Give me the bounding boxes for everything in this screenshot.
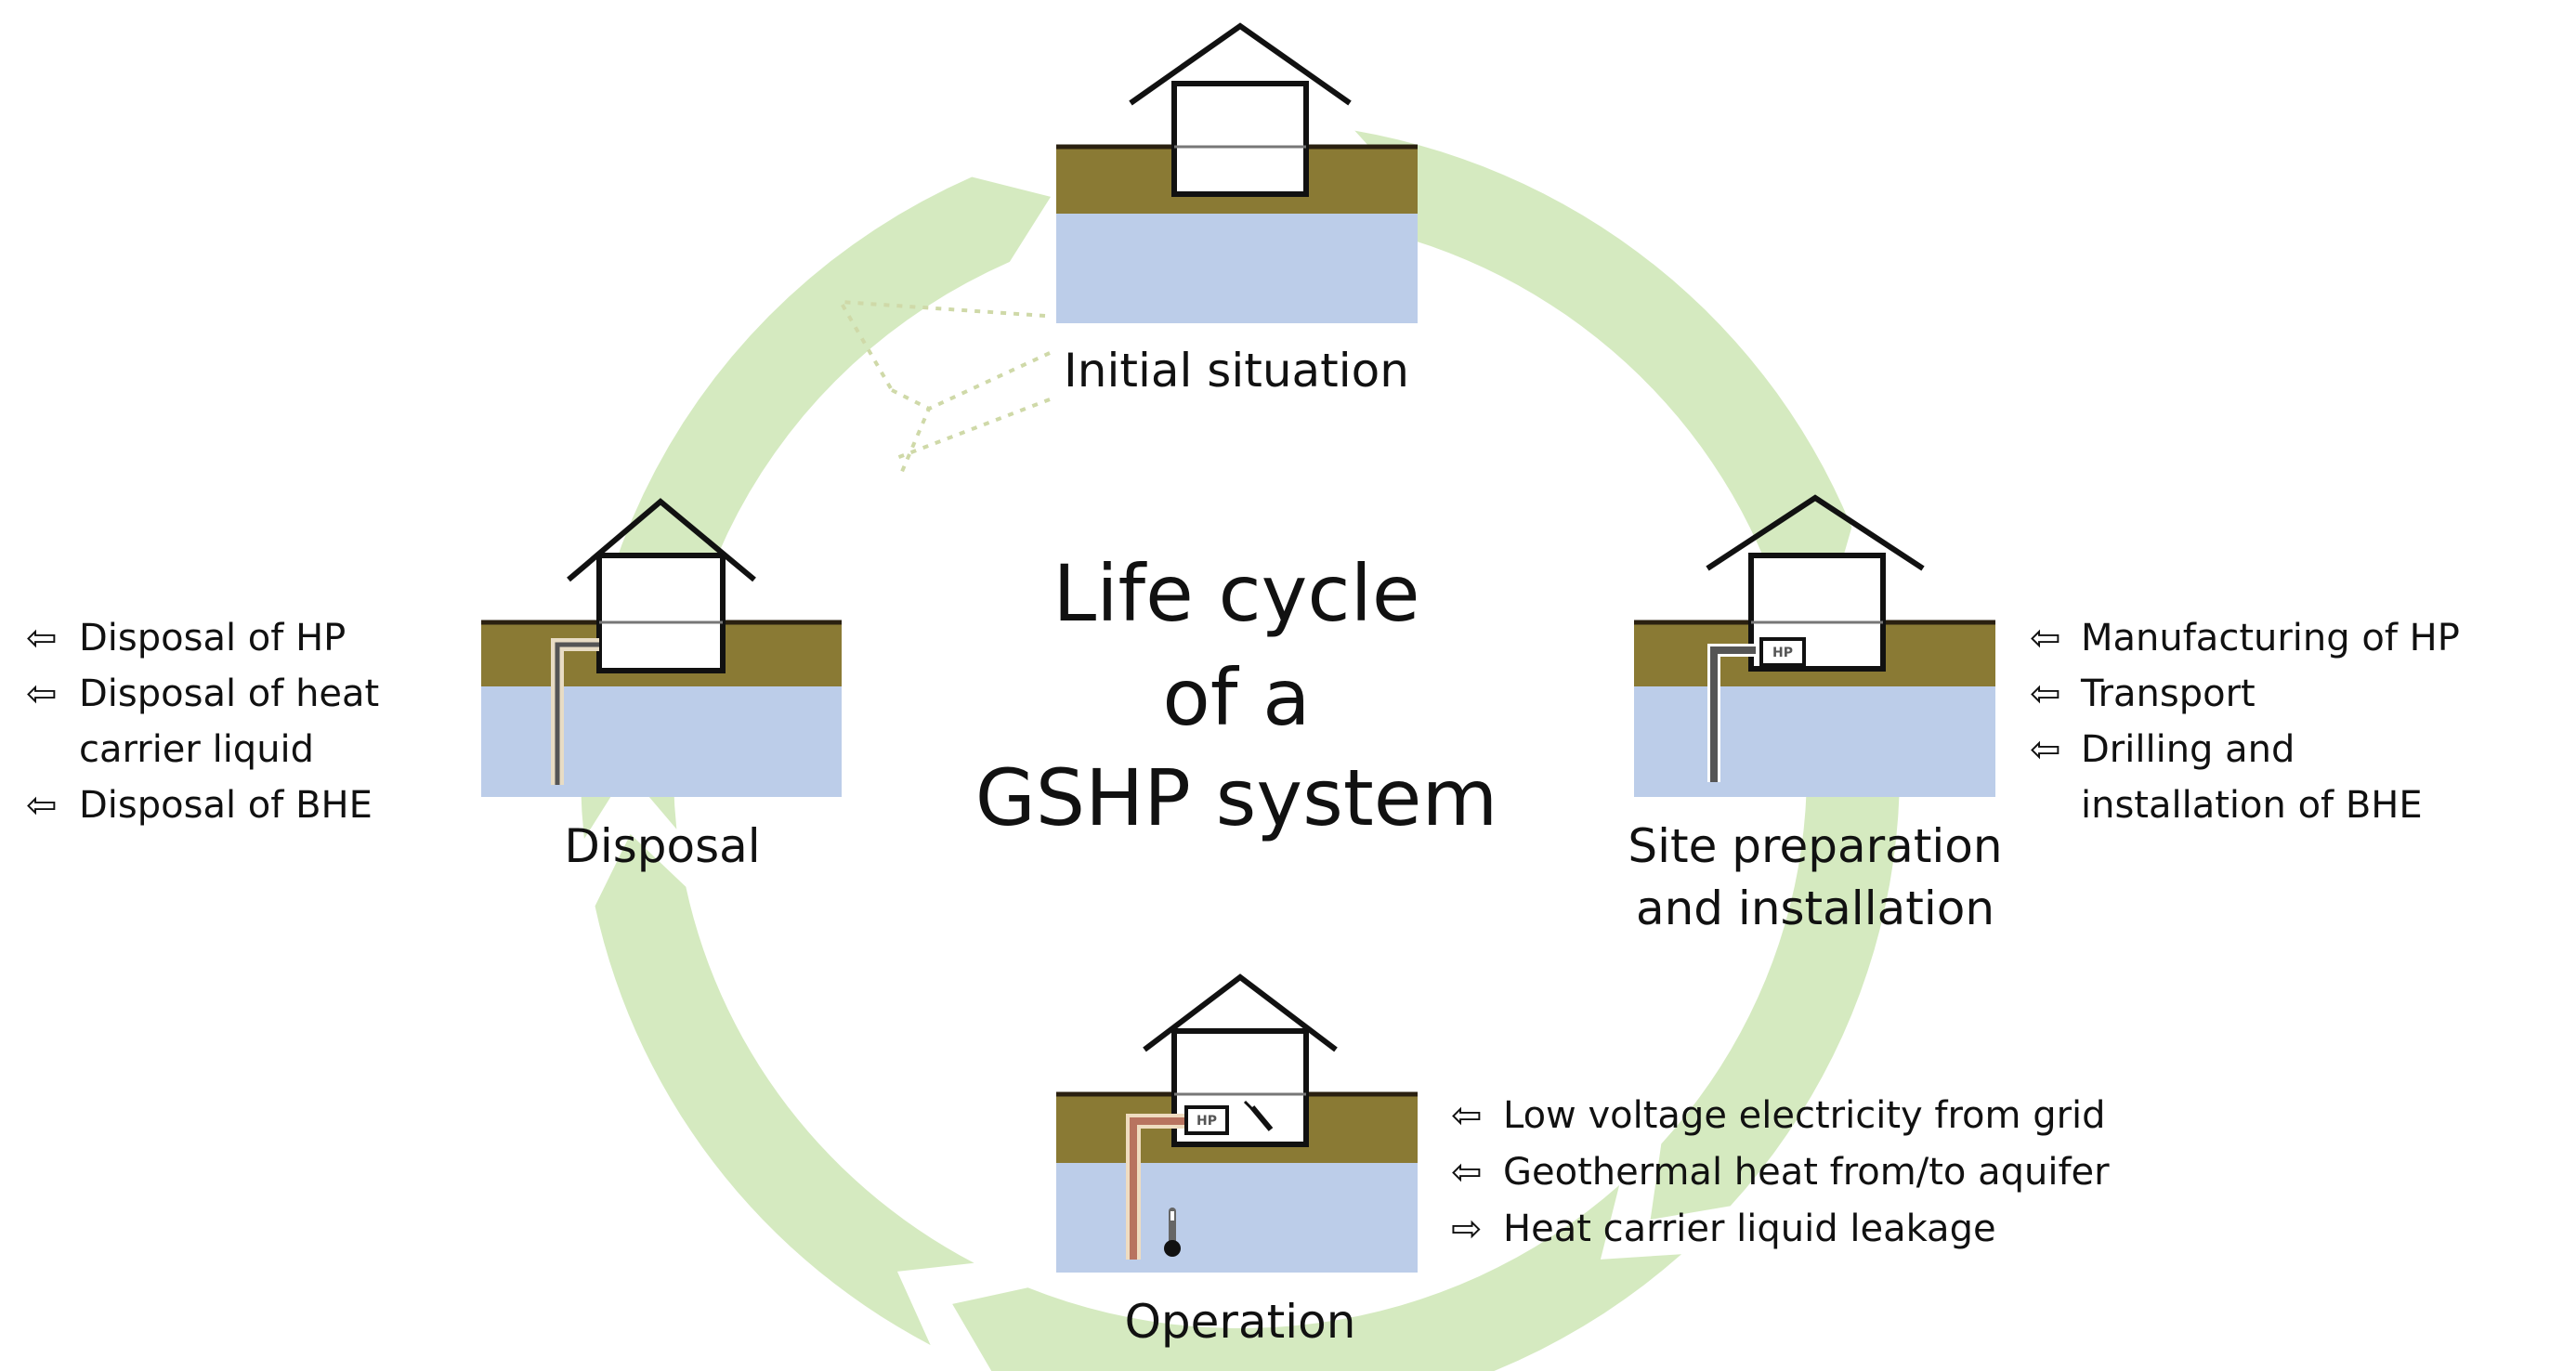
stage-disposal: Disposal ⇦ Disposal of HP ⇦ Disposal of … [26, 498, 842, 873]
stage-label-disposal: Disposal [564, 819, 760, 873]
cycle-arrow-segment [952, 1184, 1682, 1371]
impact-item: Drilling and [2081, 728, 2295, 771]
title-line-2: of a [1162, 652, 1310, 743]
impact-item: Manufacturing of HP [2081, 617, 2460, 659]
impact-item: Transport [2080, 672, 2256, 715]
cycle-arrow-segment [581, 176, 1052, 840]
dashed-return-arrow [837, 299, 1051, 475]
cycle-arrow-segment [595, 833, 974, 1346]
impact-item: Disposal of heat [79, 672, 379, 715]
borehole-heat-exchanger [1707, 644, 1756, 782]
impact-arrow-in-icon: ⇦ [2030, 672, 2061, 715]
impact-arrow-out-icon: ⇨ [1451, 1208, 1483, 1250]
impact-arrow-in-icon: ⇦ [2030, 728, 2061, 771]
impact-arrow-in-icon: ⇦ [1451, 1151, 1483, 1194]
stage-label-site-preparation-2: and installation [1636, 881, 1994, 935]
impact-arrow-in-icon: ⇦ [26, 617, 58, 659]
house-icon [567, 498, 756, 673]
impact-item: Low voltage electricity from grid [1503, 1094, 2106, 1137]
impact-item: Disposal of BHE [79, 784, 373, 827]
stage-site-preparation: HP Site preparation and installation ⇦ M… [1628, 494, 2460, 935]
impact-list-site-preparation: ⇦ Manufacturing of HP ⇦ Transport ⇦ Dril… [2030, 617, 2460, 827]
stage-label-site-preparation-1: Site preparation [1628, 819, 2002, 873]
house-icon [1706, 494, 1925, 672]
impact-arrow-in-icon: ⇦ [1451, 1094, 1483, 1137]
impact-arrow-in-icon: ⇦ [2030, 617, 2061, 659]
svg-text:HP: HP [1772, 646, 1793, 660]
plug-icon [1243, 1100, 1274, 1131]
heat-pump-box: HP [1759, 637, 1806, 667]
impact-list-disposal: ⇦ Disposal of HP ⇦ Disposal of heat carr… [26, 617, 379, 827]
borehole-heat-exchanger [1126, 1114, 1184, 1260]
aquifer-layer [1056, 1163, 1418, 1273]
aquifer-layer [1634, 686, 1995, 797]
impact-item: Geothermal heat from/to aquifer [1503, 1151, 2110, 1194]
stage-label-initial: Initial situation [1064, 344, 1409, 398]
aquifer-layer [1056, 214, 1418, 323]
cycle-arrow-segment [1338, 130, 1852, 605]
aquifer-layer [481, 686, 842, 797]
heat-pump-box: HP [1184, 1105, 1229, 1135]
stage-initial-situation: Initial situation [1056, 22, 1418, 398]
stage-operation: HP Operation ⇦ Low voltage electricity f… [1056, 973, 2110, 1349]
impact-arrow-in-icon: ⇦ [26, 672, 58, 715]
impact-item-continued: installation of BHE [2081, 784, 2423, 827]
svg-text:HP: HP [1196, 1114, 1217, 1129]
title-line-1: Life cycle [1053, 548, 1419, 639]
impact-list-operation: ⇦ Low voltage electricity from grid ⇦ Ge… [1451, 1094, 2110, 1250]
diagram-title: Life cycle of a GSHP system [975, 548, 1498, 843]
thermometer-icon [1164, 1208, 1181, 1257]
impact-item-continued: carrier liquid [79, 728, 314, 771]
title-line-3: GSHP system [975, 752, 1498, 843]
impact-arrow-in-icon: ⇦ [26, 784, 58, 827]
house-icon [1129, 22, 1352, 197]
impact-item: Disposal of HP [79, 617, 346, 659]
removed-borehole [551, 638, 599, 785]
stage-label-operation: Operation [1125, 1295, 1356, 1349]
impact-item: Heat carrier liquid leakage [1503, 1208, 1996, 1250]
